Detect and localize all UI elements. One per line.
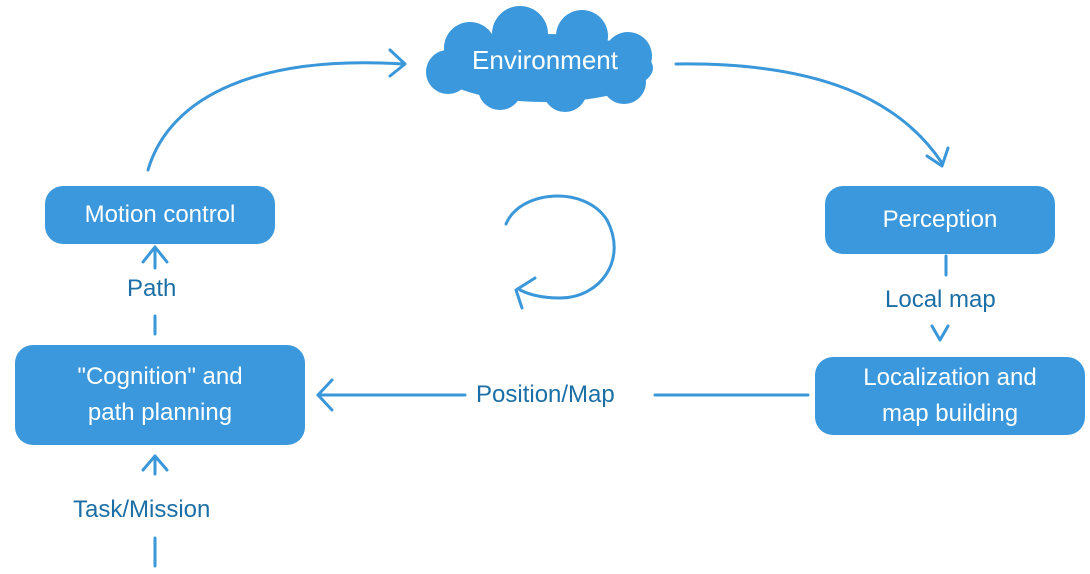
node-localization: Localization and map building bbox=[815, 357, 1085, 435]
arrowhead-cognition-bottom bbox=[141, 454, 169, 472]
environment-cloud bbox=[426, 6, 653, 112]
arrowhead-localization bbox=[930, 324, 950, 342]
node-cognition: "Cognition" and path planning bbox=[15, 345, 305, 445]
edge-label-local-map: Local map bbox=[877, 286, 1004, 314]
arrowhead-motion-control bbox=[141, 245, 169, 264]
arrow-environment-to-perception bbox=[674, 62, 944, 165]
node-perception: Perception bbox=[825, 186, 1055, 254]
edge-label-task-mission: Task/Mission bbox=[65, 496, 219, 524]
node-motion-control: Motion control bbox=[45, 186, 275, 244]
arrowhead-perception bbox=[925, 146, 950, 168]
arrow-motion-to-environment bbox=[146, 61, 405, 172]
circular-arrow-head bbox=[514, 276, 537, 310]
circular-arrow-icon bbox=[504, 194, 616, 300]
edge-label-path: Path bbox=[119, 275, 185, 303]
arrowhead-cognition bbox=[316, 378, 334, 412]
edge-label-position-map: Position/Map bbox=[468, 381, 623, 409]
arrowhead-environment bbox=[388, 48, 407, 78]
node-environment: Environment bbox=[472, 45, 618, 75]
